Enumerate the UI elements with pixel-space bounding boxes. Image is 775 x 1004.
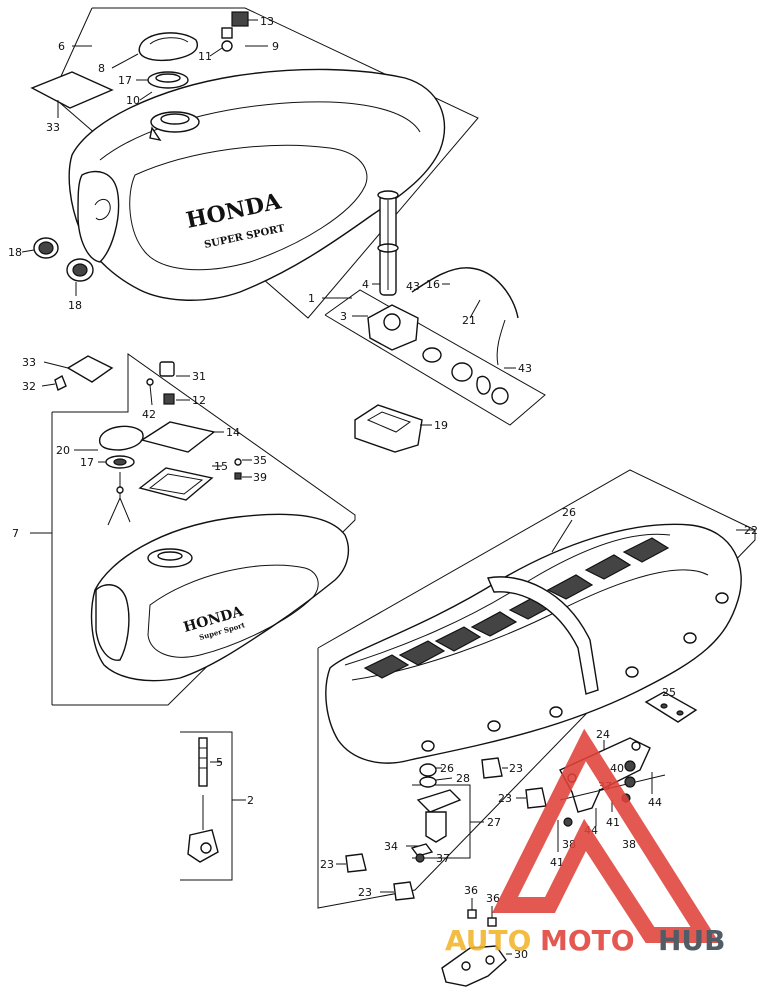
fuel-tank-lower: [90, 513, 350, 682]
seat-cushion-23d: [393, 881, 415, 901]
callout-34: 34: [384, 840, 398, 853]
seat-strap: [487, 576, 599, 695]
callout-33b: 33: [22, 356, 36, 369]
callout-30: 30: [514, 948, 528, 961]
callout-39: 39: [253, 471, 267, 484]
callout-10: 10: [126, 94, 140, 107]
callout-23c: 23: [320, 858, 334, 871]
callout-41b: 41: [550, 856, 564, 869]
top-tank-group: 6 HONDA SUPER SPORT 13 9 11 8 17 10: [8, 7, 479, 319]
callout-13: 13: [260, 15, 274, 28]
callout-27: 27: [487, 816, 501, 829]
seat: [325, 523, 742, 764]
callout-18b: 18: [68, 299, 82, 312]
callout-18a: 18: [8, 246, 22, 259]
callout-28: 28: [456, 772, 470, 785]
callout-5: 5: [216, 756, 223, 769]
callout-12: 12: [192, 394, 206, 407]
watermark-logo: AUTO MOTO HUB: [445, 728, 726, 957]
callout-23b: 23: [498, 792, 512, 805]
callout-26a: 26: [562, 506, 576, 519]
callout-25: 25: [662, 686, 676, 699]
callout-9: 9: [272, 40, 279, 53]
fuel-cap-lower: [98, 425, 144, 451]
watermark-text-hub: HUB: [658, 924, 726, 957]
callout-4: 4: [362, 278, 369, 291]
callout-2: 2: [247, 794, 254, 807]
fuel-cap-top: [138, 32, 198, 62]
callout-1: 1: [308, 292, 315, 305]
callout-41a: 41: [606, 816, 620, 829]
callout-43b: 43: [518, 362, 532, 375]
watermark-text-moto: MOTO: [540, 924, 635, 957]
tank-rubber-18a: [33, 237, 59, 259]
callout-35: 35: [253, 454, 267, 467]
fuel-hose: [411, 267, 519, 319]
callout-38b: 38: [622, 838, 636, 851]
seat-cushion-23c: [345, 853, 367, 873]
callout-3: 3: [340, 310, 347, 323]
lower-tank-group: 7 HONDA Super Sport 33 32 20 17 31 12: [12, 353, 356, 706]
callout-36a: 36: [464, 884, 478, 897]
callout-36b: 36: [486, 892, 500, 905]
fuel-valve-2-group: 2 5: [180, 731, 254, 881]
callout-6: 6: [58, 40, 65, 53]
callout-20: 20: [56, 444, 70, 457]
seat-group: 22 26 25: [317, 469, 758, 909]
callout-11: 11: [198, 50, 212, 63]
rear-bracket-group: 36 36 30: [441, 884, 528, 987]
callout-8: 8: [98, 62, 105, 75]
tank-rubber-18b: [66, 258, 94, 282]
callout-43a: 43: [406, 280, 420, 293]
callout-24: 24: [596, 728, 610, 741]
callout-16: 16: [426, 278, 440, 291]
callout-17a: 17: [118, 74, 132, 87]
watermark-triangle-icon: [492, 728, 720, 943]
callout-15: 15: [214, 460, 228, 473]
callout-32: 32: [22, 380, 36, 393]
callout-26b: 26: [440, 762, 454, 775]
callout-22: 22: [744, 524, 758, 537]
seat-cushion-23b: [525, 787, 547, 809]
callout-31: 31: [192, 370, 206, 383]
callout-23d: 23: [358, 886, 372, 899]
watermark-text-auto: AUTO: [445, 924, 531, 957]
callout-23a: 23: [509, 762, 523, 775]
callout-33a: 33: [46, 121, 60, 134]
seat-cushion-23a: [481, 757, 503, 779]
callout-42: 42: [142, 408, 156, 421]
fuel-valve-group: 1 4 3 16 43 21 43 19: [308, 190, 546, 453]
callout-7: 7: [12, 527, 19, 540]
seat-holes: [421, 592, 729, 752]
callout-14: 14: [226, 426, 240, 439]
callout-40: 40: [610, 762, 624, 775]
callout-44a: 44: [648, 796, 662, 809]
callout-37a: 37: [436, 852, 450, 865]
callout-19: 19: [434, 419, 448, 432]
callout-21: 21: [462, 314, 476, 327]
callout-17b: 17: [80, 456, 94, 469]
